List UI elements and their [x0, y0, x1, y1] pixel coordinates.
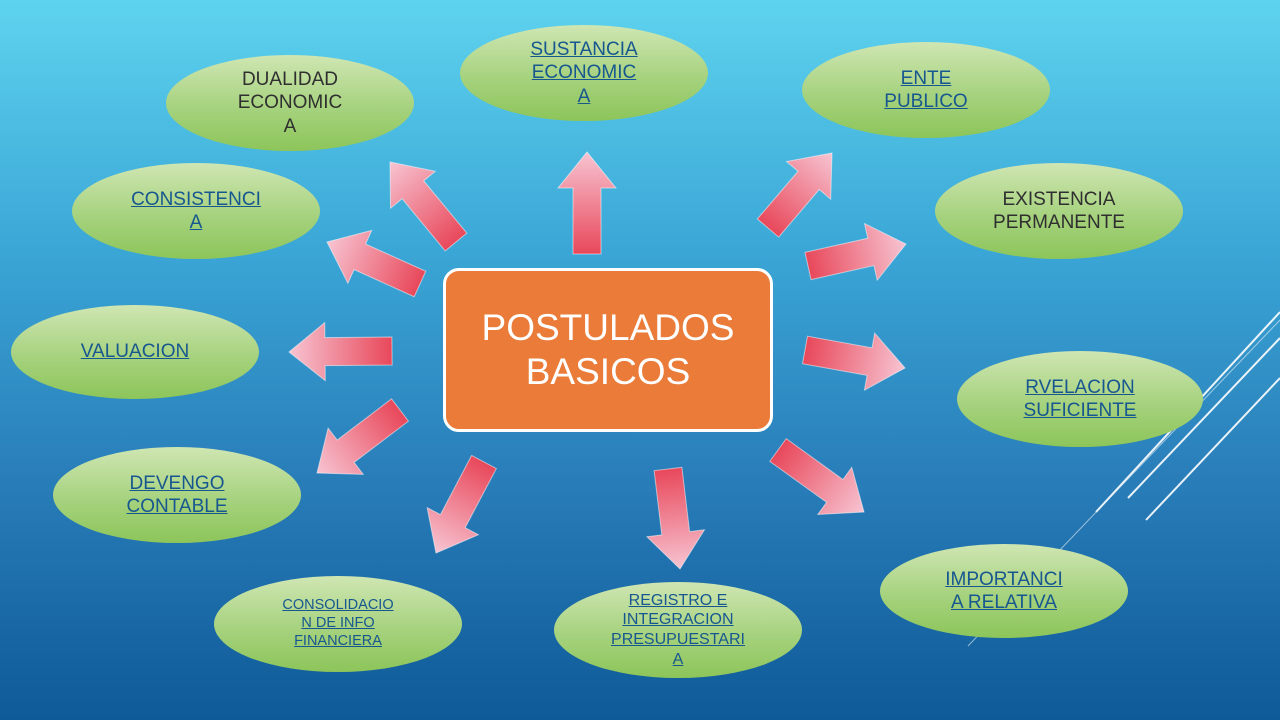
node-devengo-contable[interactable]: DEVENGO CONTABLE	[53, 447, 301, 543]
node-revelacion-suficiente[interactable]: RVELACION SUFICIENTE	[957, 351, 1203, 447]
node-existencia-permanente: EXISTENCIA PERMANENTE	[935, 163, 1183, 259]
node-valuacion-label[interactable]: VALUACION	[80, 341, 190, 363]
node-importancia-label[interactable]: IMPORTANCI A RELATIVA	[945, 568, 1063, 613]
node-consistencia[interactable]: CONSISTENCI A	[72, 163, 320, 259]
node-consolidacion-label[interactable]: CONSOLIDACIO N DE INFO FINANCIERA	[282, 597, 394, 649]
node-registro-integracion[interactable]: REGISTRO E INTEGRACION PRESUPUESTARI A	[554, 582, 802, 678]
arrow-to-sustancia	[556, 151, 618, 255]
node-consistencia-label[interactable]: CONSISTENCI A	[131, 188, 261, 233]
arrow-to-dualidad	[389, 161, 468, 252]
node-importancia-relativa[interactable]: IMPORTANCI A RELATIVA	[880, 544, 1128, 638]
node-existencia-label: EXISTENCIA PERMANENTE	[993, 188, 1125, 233]
node-ente-label[interactable]: ENTE PUBLICO	[884, 67, 968, 112]
arrow-to-devengo	[316, 398, 410, 475]
arrow-to-importancia	[769, 437, 865, 516]
node-devengo-label[interactable]: DEVENGO CONTABLE	[126, 472, 228, 517]
arrow-to-valuacion	[288, 321, 393, 382]
arrow-to-consistencia	[326, 229, 427, 298]
node-valuacion[interactable]: VALUACION	[11, 305, 259, 399]
arrow-to-revelacion	[801, 331, 906, 392]
node-dualidad-economica: DUALIDAD ECONOMIC A	[166, 55, 414, 151]
node-ente-publico[interactable]: ENTE PUBLICO	[802, 42, 1050, 138]
arrow-to-existencia	[804, 222, 907, 282]
node-revelacion-label[interactable]: RVELACION SUFICIENTE	[1023, 376, 1137, 421]
node-sustancia-label[interactable]: SUSTANCIA ECONOMIC A	[530, 39, 638, 107]
node-sustancia-economica[interactable]: SUSTANCIA ECONOMIC A	[460, 25, 708, 121]
arrow-to-ente	[756, 152, 833, 238]
center-postulados-basicos: POSTULADOS BASICOS	[443, 268, 773, 432]
node-consolidacion-info[interactable]: CONSOLIDACIO N DE INFO FINANCIERA	[214, 576, 462, 672]
node-dualidad-label: DUALIDAD ECONOMIC A	[237, 69, 343, 137]
arrow-to-registro	[645, 466, 706, 570]
node-registro-label[interactable]: REGISTRO E INTEGRACION PRESUPUESTARI A	[611, 591, 745, 668]
arrow-to-consolidacion	[426, 454, 498, 554]
